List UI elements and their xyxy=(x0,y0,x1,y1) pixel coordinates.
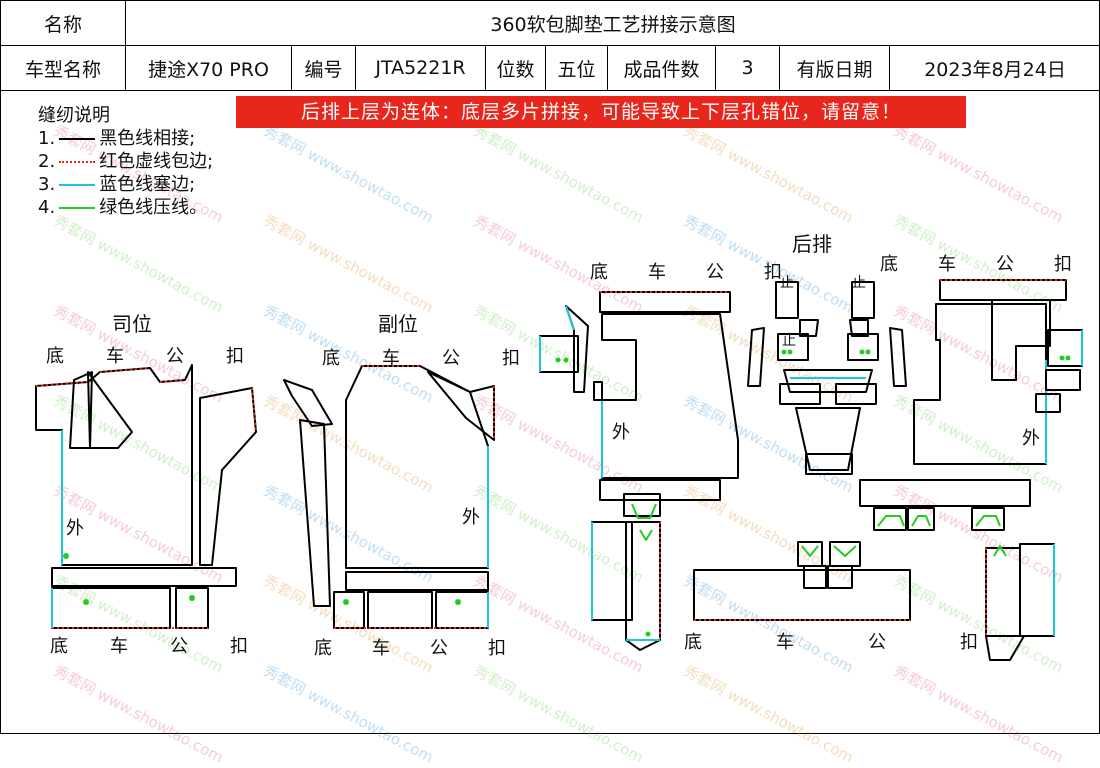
rear-center-mat xyxy=(748,282,906,474)
rear-top-strip-right xyxy=(940,280,1066,300)
driver-mat xyxy=(36,365,256,628)
rear-top-strip-left xyxy=(600,292,730,312)
driver-bottom-strip xyxy=(52,568,236,586)
passenger-arc-piece xyxy=(428,372,494,440)
rear-right-foot xyxy=(1020,544,1054,636)
green-dot xyxy=(343,599,349,605)
driver-main-piece xyxy=(36,365,192,565)
passenger-left-long xyxy=(300,420,330,606)
rear-left-small-a xyxy=(540,336,578,372)
rear-lower-green-1 xyxy=(878,516,904,526)
green-dot xyxy=(564,358,569,363)
rear-left-mat xyxy=(540,292,738,650)
driver-right-piece xyxy=(200,388,256,565)
rear-right-long xyxy=(986,548,1020,636)
passenger-bottom-mid xyxy=(368,592,432,628)
rear-center-arc-l xyxy=(748,328,764,386)
rear-center-mid-r xyxy=(836,384,876,404)
rear-lower-slot-2 xyxy=(908,508,934,530)
passenger-main-piece xyxy=(346,366,488,568)
green-dot xyxy=(1066,356,1071,361)
green-dot xyxy=(1060,356,1065,361)
rear-left-foot-green xyxy=(640,530,652,540)
green-dot xyxy=(866,350,871,355)
rear-right-base xyxy=(986,636,1024,660)
green-dot xyxy=(860,350,865,355)
rear-right-mat xyxy=(914,280,1082,464)
rear-right-tab-b xyxy=(1036,394,1060,412)
green-dot xyxy=(455,599,461,605)
rear-right-tab xyxy=(1046,370,1080,390)
driver-inner-strip2 xyxy=(88,372,132,448)
green-dot xyxy=(788,350,793,355)
rear-center-arc-r xyxy=(890,328,906,386)
passenger-bottom-strip xyxy=(346,572,488,590)
green-dot xyxy=(189,595,195,601)
rear-lower-green-3 xyxy=(976,516,1000,526)
green-dot xyxy=(83,599,89,605)
rear-center-small-r xyxy=(848,334,878,360)
green-dot xyxy=(646,632,651,637)
rear-right-small xyxy=(1048,330,1082,366)
rear-left-main xyxy=(602,314,738,478)
rear-left-tab xyxy=(594,382,602,400)
rear-center-mid-l xyxy=(780,384,820,404)
rear-lower-bar xyxy=(860,480,1030,506)
rear-right-main xyxy=(914,304,1046,464)
green-dot xyxy=(556,358,561,363)
rear-center-bridge xyxy=(784,370,872,392)
rear-bottom-long xyxy=(694,570,910,620)
passenger-mat xyxy=(284,366,494,628)
driver-bottom-left xyxy=(52,588,170,628)
rear-lower-green-2 xyxy=(912,516,930,526)
rear-lower-slot-3 xyxy=(972,508,1004,530)
passenger-left-strip xyxy=(284,380,332,426)
green-dots xyxy=(63,350,1071,637)
green-dot xyxy=(63,553,69,559)
rear-center-post-l xyxy=(776,282,798,318)
passenger-bottom-left xyxy=(334,592,364,628)
rear-center-small-l xyxy=(778,334,808,360)
rear-right-block xyxy=(992,300,1050,380)
rear-center-post-r xyxy=(852,282,874,318)
green-dot xyxy=(782,350,787,355)
pattern-pieces xyxy=(0,0,1100,734)
passenger-bottom-right xyxy=(436,592,488,628)
driver-bottom-right xyxy=(176,588,208,628)
rear-lower-mats xyxy=(694,480,1054,660)
